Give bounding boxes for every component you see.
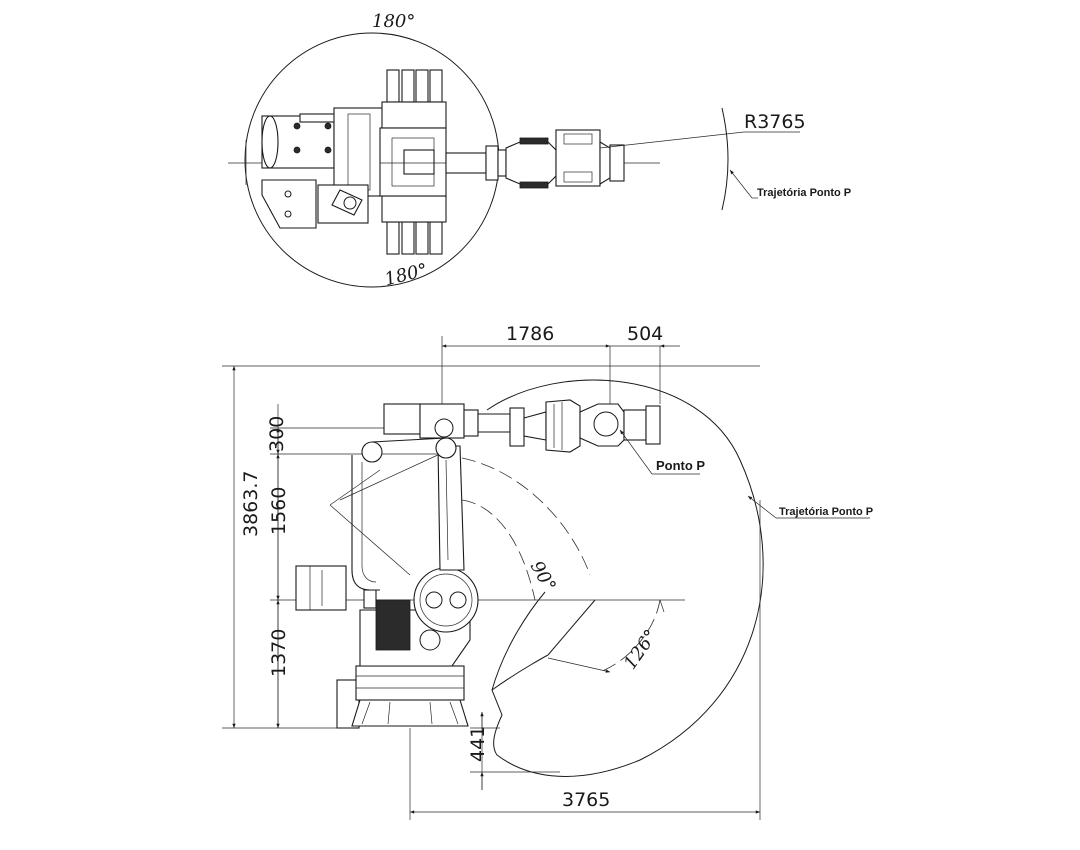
top-central-housing xyxy=(333,107,385,197)
radius-label: R3765 xyxy=(744,111,806,133)
bottom-angle-label: 180° xyxy=(383,259,430,290)
side-elbow-joint xyxy=(435,437,457,459)
top-view: 180° 180° xyxy=(228,11,851,290)
dim-1786: 1786 xyxy=(506,323,554,345)
dim-300: 300 xyxy=(266,416,288,452)
point-p-label: Ponto P xyxy=(656,458,705,473)
side-elbow-motor xyxy=(383,403,421,435)
top-forearm-link xyxy=(445,152,487,174)
dim-504: 504 xyxy=(627,323,663,345)
top-flange xyxy=(609,144,625,182)
angle-126-label: 126° xyxy=(620,626,662,674)
top-trajectory-arc xyxy=(721,107,729,211)
top-trajectory-label: Trajetória Ponto P xyxy=(757,187,851,199)
side-forearm xyxy=(545,399,581,453)
top-cylinder-1 xyxy=(386,69,400,103)
side-lower-arm xyxy=(437,445,465,571)
top-forearm xyxy=(505,141,557,185)
side-shoulder-gear xyxy=(413,567,479,633)
side-wrist xyxy=(579,403,625,447)
radius-leader xyxy=(599,131,745,149)
side-view: 90° 126° xyxy=(222,323,873,820)
side-forearm-root xyxy=(463,409,479,437)
angle-90-label: 90° xyxy=(526,557,560,595)
side-turntable xyxy=(355,665,465,701)
top-wrist xyxy=(555,129,601,187)
side-parallel-link xyxy=(351,455,380,591)
top-cylinder-2 xyxy=(386,221,400,255)
dim-1560: 1560 xyxy=(268,487,290,535)
side-rear-motor xyxy=(295,565,347,611)
inner-dashed-arc-1 xyxy=(461,457,591,576)
dim-1370: 1370 xyxy=(268,629,290,677)
top-base-plate xyxy=(261,179,317,229)
side-flange xyxy=(645,405,661,445)
dim-441: 441 xyxy=(467,726,489,762)
side-motor-dark xyxy=(375,599,411,651)
dim-3863-7: 3863.7 xyxy=(240,471,262,537)
side-trajectory-envelope xyxy=(486,379,764,777)
side-trajectory-label: Trajetória Ponto P xyxy=(779,506,873,518)
dim-3765: 3765 xyxy=(562,789,610,811)
top-angle-label: 180° xyxy=(372,11,415,32)
